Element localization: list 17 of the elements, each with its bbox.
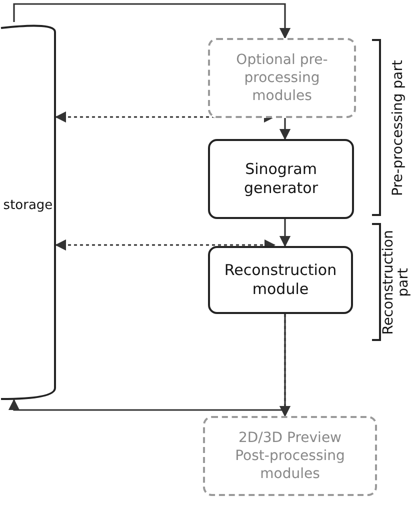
process-box [208,139,354,219]
process-box [203,416,377,496]
node-label: Reconstruction module [223,260,338,300]
node-label: storage [3,198,53,214]
arrow [8,314,286,411]
arrow [13,3,291,40]
arrow [54,239,276,251]
section-label: Reconstruction part [382,228,412,336]
node-label: Optional pre-processing modules [235,50,329,106]
node-label: 2D/3D Preview Post-processing modules [234,428,346,484]
arrow [279,219,291,248]
arrow [279,314,291,418]
section-label: Pre-processing part [390,60,406,196]
arrow [279,118,291,140]
node-label: Sinogram generator [242,160,320,198]
process-box [208,246,353,314]
process-box [208,38,356,118]
